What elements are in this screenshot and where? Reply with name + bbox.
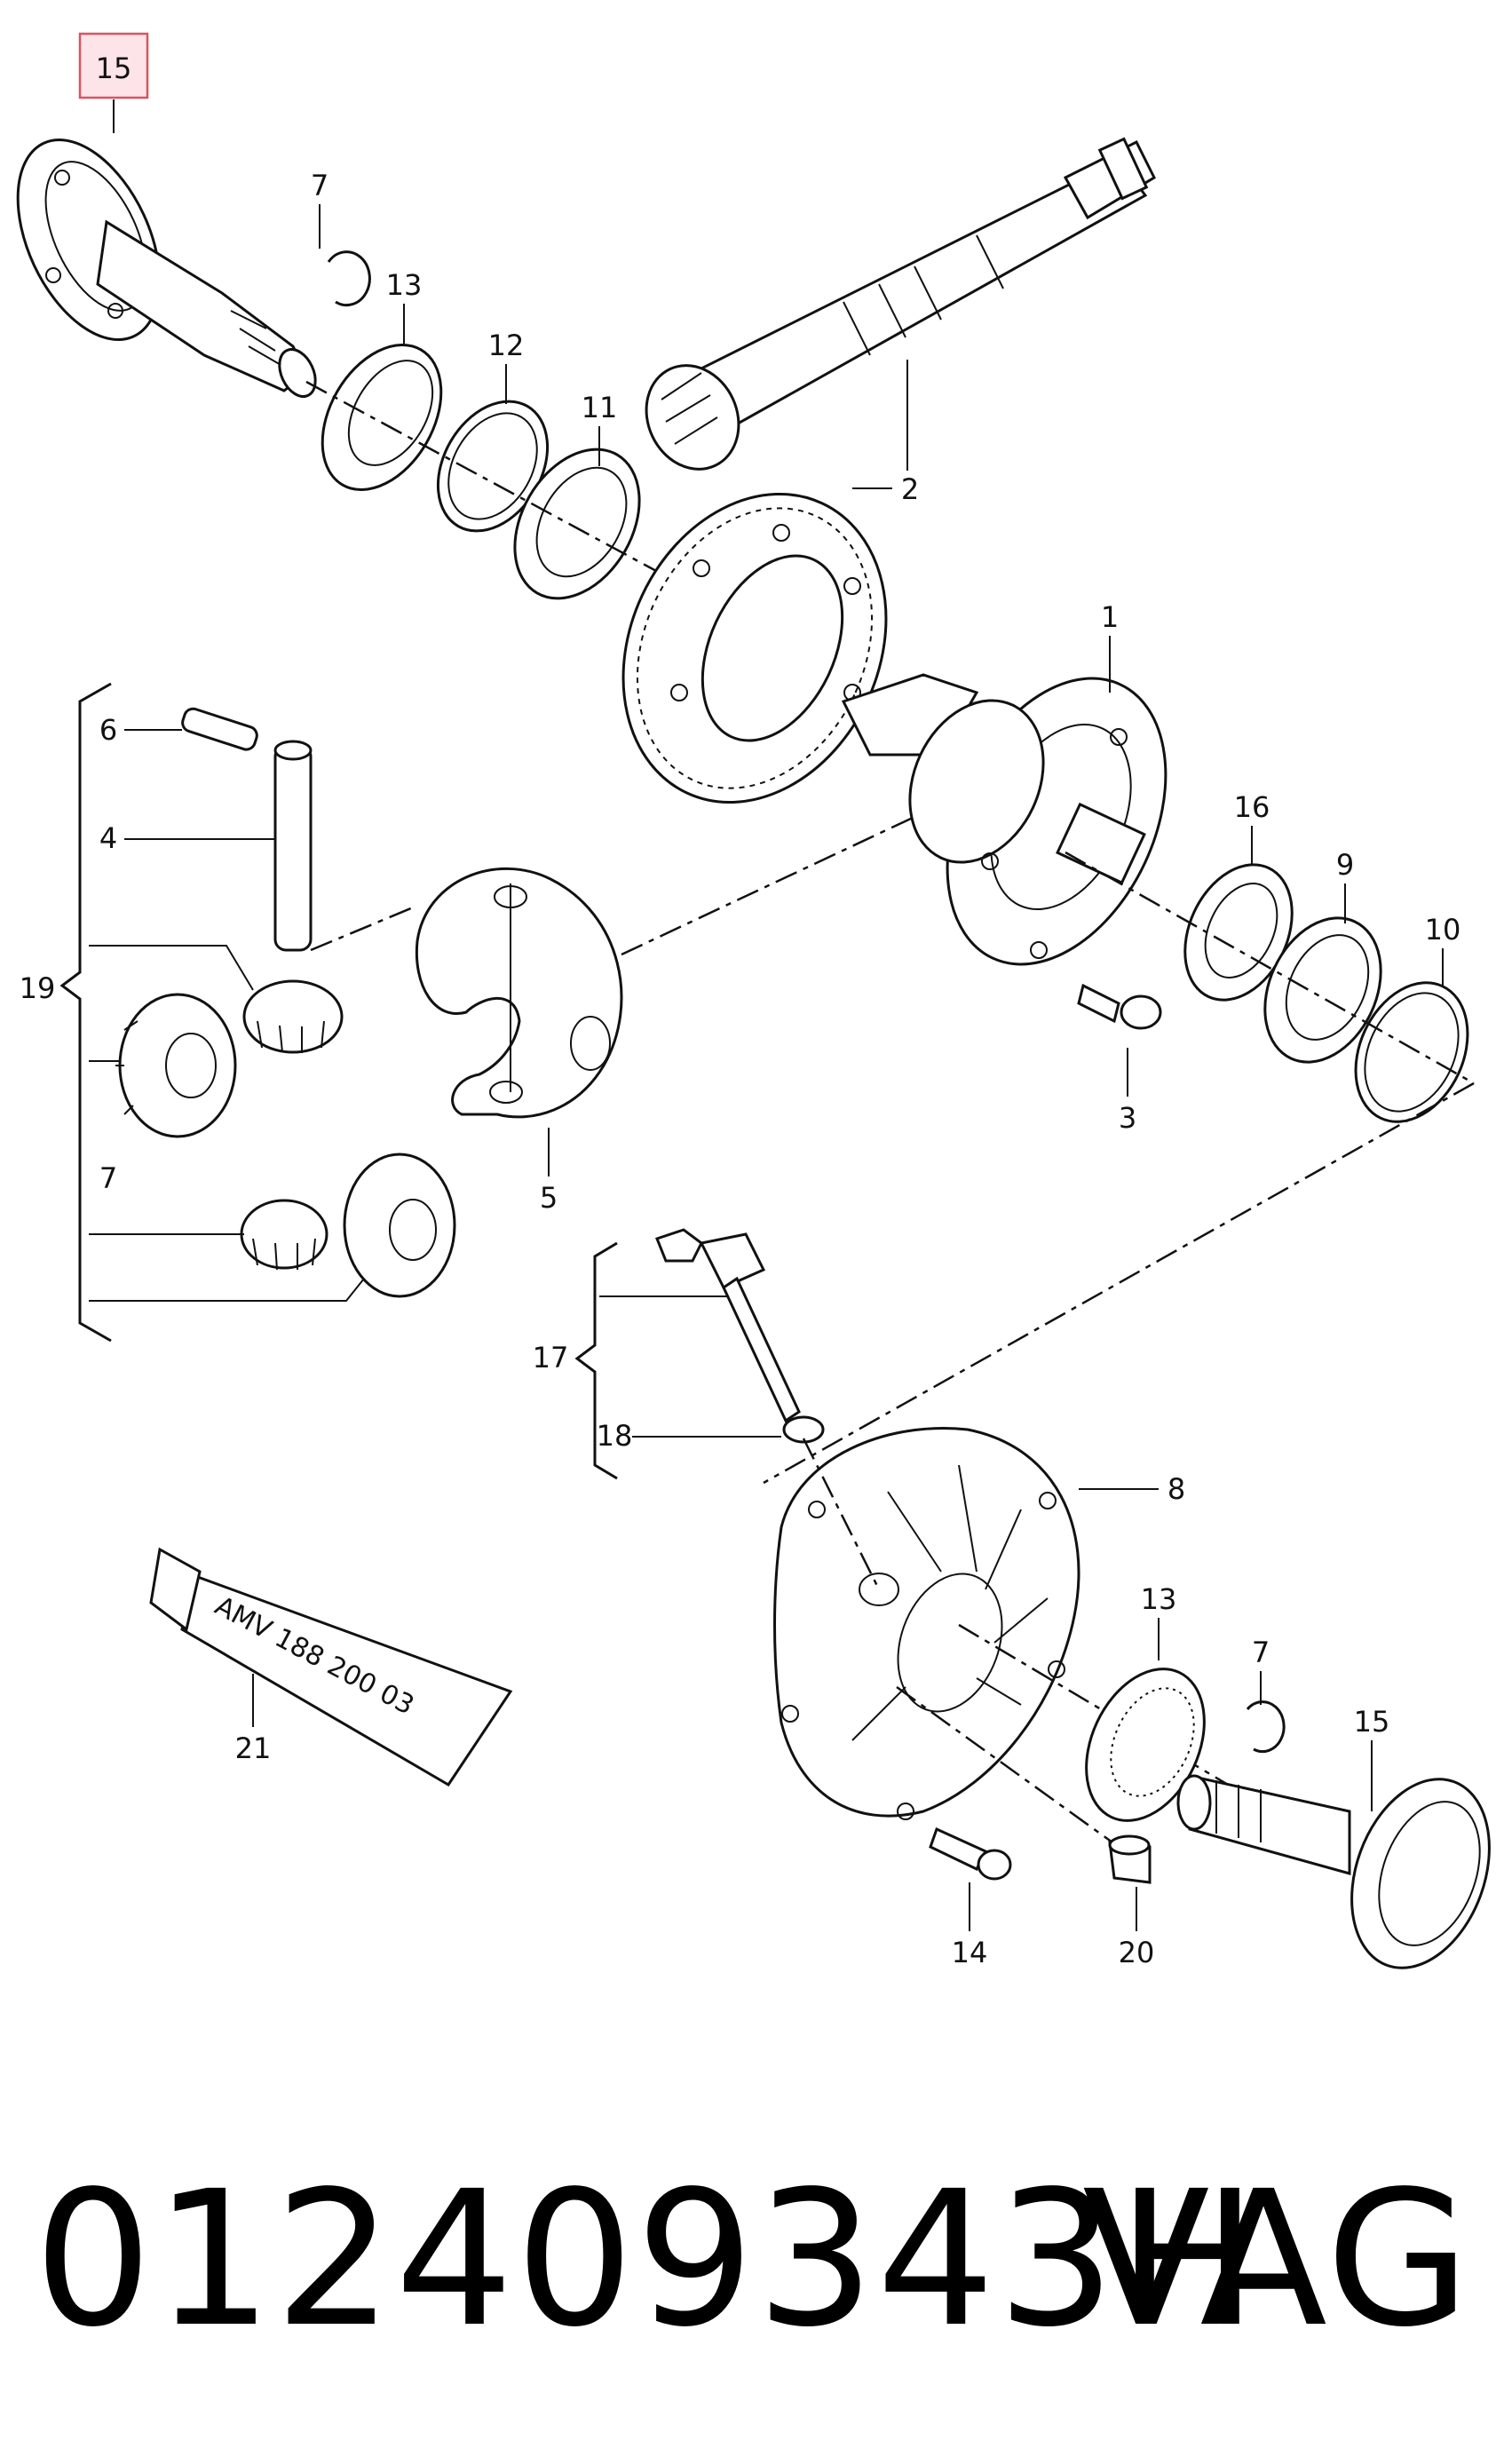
differential-housing [841,673,1168,966]
circlip-top [327,250,371,307]
planet-gear-a [242,979,344,1054]
callout-20: 20 [1119,1936,1155,1969]
callout-3: 3 [1119,1101,1136,1135]
shaft-4 [273,744,313,952]
differential-cage [415,867,623,1119]
bolt-3 [1077,983,1162,1030]
callout-19: 19 [20,971,56,1005]
callout-14: 14 [952,1936,988,1969]
callout-13-top: 13 [386,268,423,302]
callout-18: 18 [597,1419,633,1453]
callout-4: 4 [99,821,117,855]
plug-20 [1108,1834,1152,1884]
callout-9: 9 [1336,848,1354,882]
callout-10: 10 [1425,913,1461,947]
callout-6: 6 [99,713,117,747]
bolt-14 [929,1826,1012,1881]
callout-16: 16 [1234,790,1270,824]
callout-2: 2 [901,472,919,506]
seal-top [321,343,443,492]
pinion-shaft [645,137,1156,471]
callout-13-bottom: 13 [1141,1582,1177,1616]
speed-sensor [655,1228,801,1423]
circlip-bottom [1246,1700,1286,1754]
callout-7-bottom: 7 [1252,1636,1270,1669]
callout-12: 12 [488,329,525,362]
callout-15-bottom: 15 [1354,1705,1390,1739]
flange-shaft-top [16,139,317,398]
o-ring-18 [782,1415,825,1444]
final-drive-cover [773,1427,1080,1820]
callout-7-top: 7 [311,169,328,202]
callout-21: 21 [235,1731,272,1765]
planet-gear-b [240,1199,328,1271]
callout-5: 5 [540,1181,558,1215]
highlight-box [78,32,149,99]
sealant-tube: AMV 188 200 03 [149,1547,513,1787]
callout-8: 8 [1168,1472,1185,1506]
callout-1: 1 [1101,600,1119,634]
ring-gear [621,492,888,804]
callout-7-mid: 7 [99,1161,117,1195]
callout-11: 11 [582,391,618,424]
group-bracket-17 [574,1241,618,1480]
brand-name: VAG [1082,2151,1472,2368]
side-gear-b [343,1153,456,1298]
pin-6 [181,707,258,751]
group-bracket-19 [59,682,112,1343]
part-footer: 012409343H VAG [34,2158,1472,2362]
callout-15-top: 15 [96,51,132,85]
bearing-11 [513,448,641,600]
seal-bottom [1085,1668,1206,1822]
side-gear-a [115,993,237,1138]
bearing-cup-9 [1263,916,1382,1064]
callout-17: 17 [533,1341,569,1375]
flange-shaft-bottom [1176,1774,1491,1969]
part-number: 012409343H [34,2151,1260,2368]
